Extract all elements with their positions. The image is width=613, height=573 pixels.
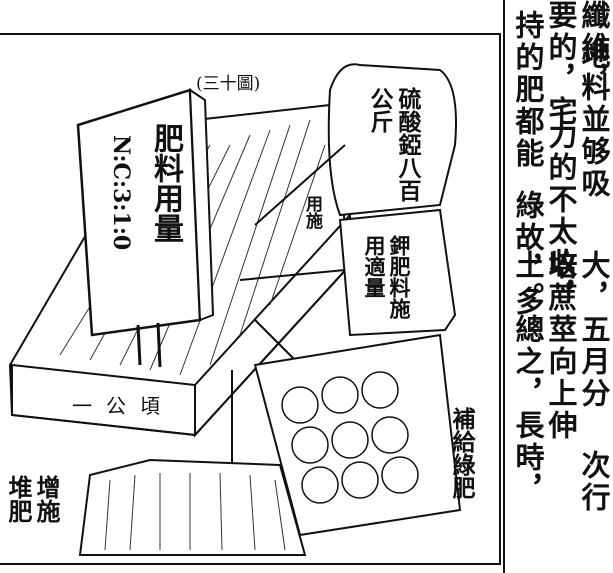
text-column: 纖維， [577, 0, 611, 96]
text-column: 力的不太收， [544, 120, 578, 312]
bag1-text: 硫酸錏八百公斤 [366, 87, 421, 202]
bag2-text: 鉀肥料施用適量 [362, 235, 412, 319]
sign-text: 肥料用量 [148, 123, 183, 243]
illustration-frame: (三十圖) 肥料用量 N:C:3:1:0 一公頃 硫酸錏八百公斤 鉀肥料施用適量… [0, 33, 501, 565]
text-column: 培蔗莖向上伸 [544, 250, 578, 442]
text-column: 大，五月分 [577, 250, 611, 410]
fertilizer-illustration [8, 63, 462, 556]
text-column: 綠故，多 [511, 190, 545, 318]
compost-label: 增施堆肥 [4, 475, 61, 523]
sign-formula: N:C:3:1:0 [108, 135, 134, 251]
text-column: 持的肥都能 [511, 10, 545, 170]
board-label: 一公頃 [72, 394, 174, 418]
figure-caption: (三十圖) [196, 74, 261, 94]
text-column: 地料並够吸 [577, 40, 611, 200]
text-column: 最初兩次行 [577, 450, 613, 546]
green-manure-label: 補給綠肥 [448, 407, 475, 499]
text-column: 土。總之，長時， [511, 250, 545, 506]
text-column: 要的，宅 [544, 0, 578, 128]
column-rule [503, 0, 505, 573]
arrow-label: 用施 [302, 195, 322, 229]
